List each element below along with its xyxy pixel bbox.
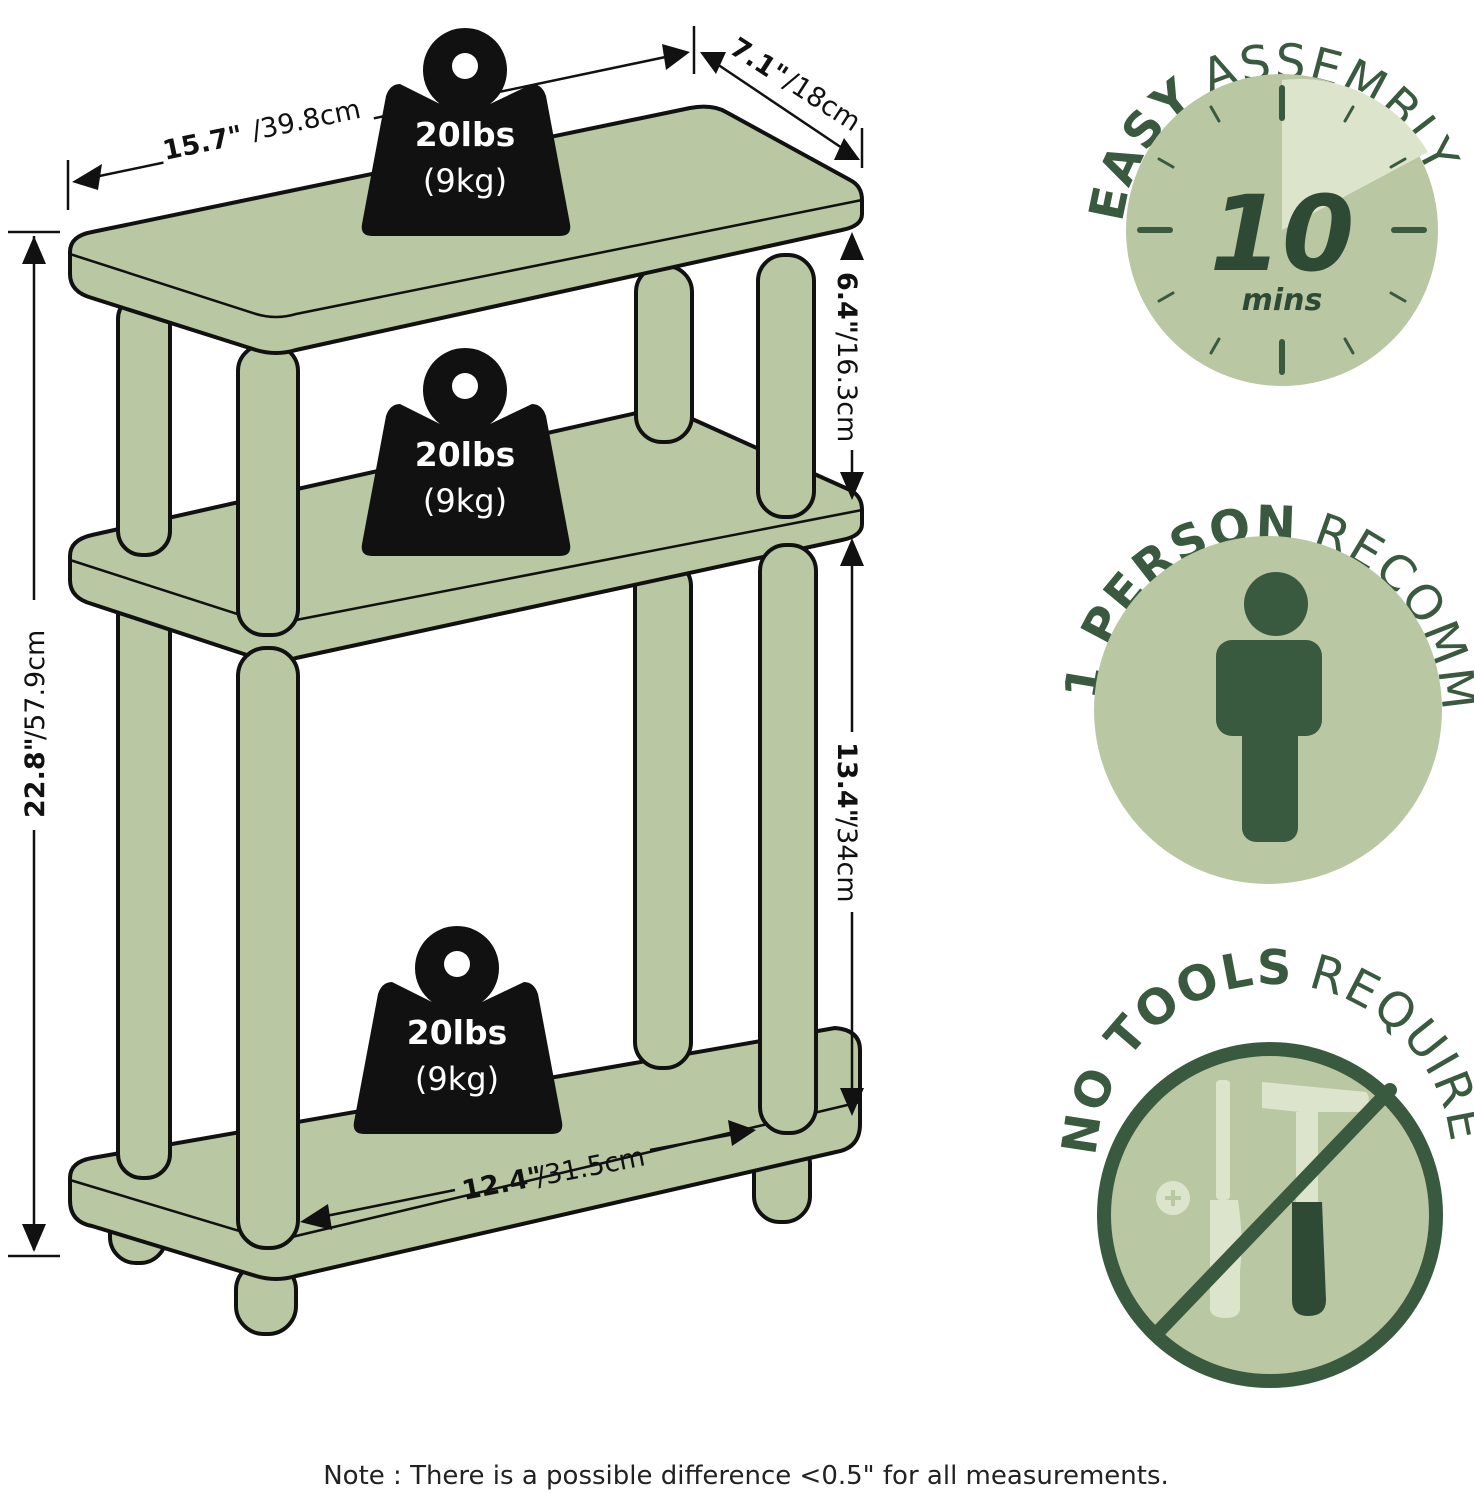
depth-cm-label: /18cm [778, 66, 866, 138]
post-front-left-lower [236, 646, 300, 1250]
post-back-left-lower [116, 586, 172, 1180]
weight-middle: 20lbs (9kg) [361, 348, 571, 556]
post-back-center-upper [634, 264, 694, 444]
weight-bottom-sub: (9kg) [415, 1060, 499, 1098]
weight-middle-label: 20lbs [415, 435, 516, 474]
upper-gap-inch-label: 6.4" [831, 272, 862, 334]
upper-gap-cm-label: /16.3cm [831, 332, 862, 442]
assembly-minutes-unit: mins [1242, 283, 1323, 318]
post-front-right-lower [758, 543, 818, 1135]
weight-bottom: 20lbs (9kg) [353, 926, 563, 1134]
post-front-right-upper [756, 253, 816, 519]
assembly-minutes-number: 10 [1210, 173, 1355, 295]
post-back-left-upper [116, 293, 172, 557]
post-front-left-upper [236, 343, 300, 637]
depth-inch-label: 7.1" [724, 32, 793, 92]
height-inch-label: 22.8" [20, 737, 51, 818]
weight-top: 20lbs (9kg) [361, 28, 571, 236]
dimension-lines: 15.7" /39.8cm 7.1" /18cm 22.8" /57.9cm 6… [8, 26, 866, 1258]
weight-top-sub: (9kg) [423, 162, 507, 200]
weight-middle-sub: (9kg) [423, 482, 507, 520]
shelf-unit [68, 104, 864, 1336]
post-back-center-lower [633, 558, 693, 1070]
weight-bottom-label: 20lbs [407, 1013, 508, 1052]
hammer-icon [1262, 1082, 1369, 1316]
weight-top-label: 20lbs [415, 115, 516, 154]
height-cm-label: /57.9cm [20, 630, 51, 740]
easy-assembly-badge: EASYASSEMBLY 10 mins [1079, 34, 1468, 386]
measurement-note: Note : There is a possible difference <0… [323, 1461, 1169, 1491]
lower-gap-cm-label: /34cm [831, 818, 862, 903]
person-icon [1216, 572, 1322, 842]
lower-gap-inch-label: 13.4" [831, 742, 862, 823]
